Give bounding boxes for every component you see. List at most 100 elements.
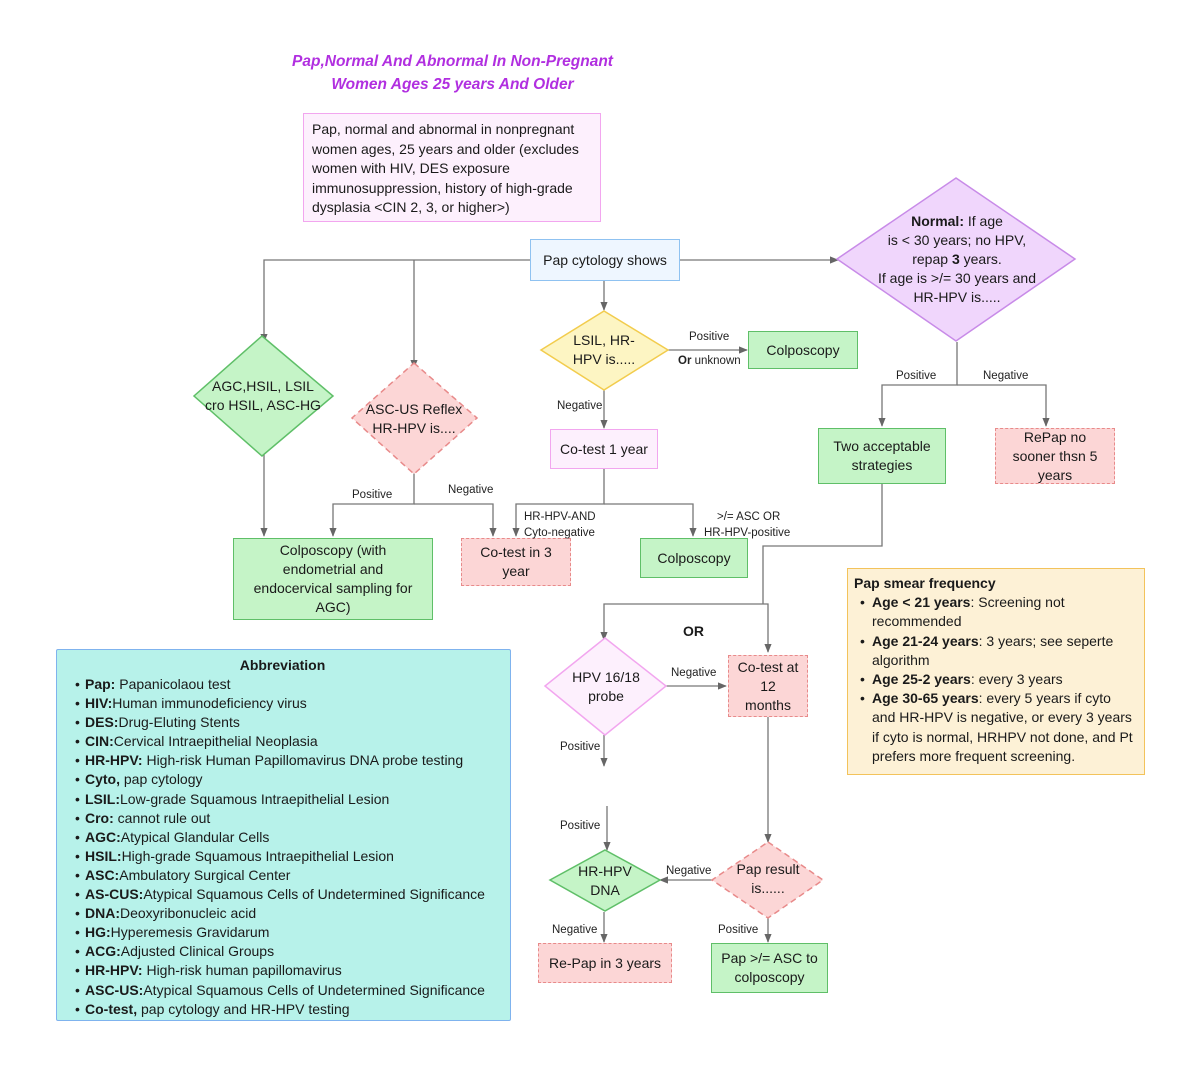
list-item-term: LSIL: [85, 790, 120, 807]
intro-box: Pap, normal and abnormal in nonpregnant … [303, 113, 601, 222]
list-item: HG:Hyperemesis Gravidarum [75, 923, 500, 942]
list-item: Age 30-65 years: every 5 years if cyto a… [860, 689, 1136, 766]
lsil-unknown-text: unknown [691, 355, 741, 367]
list-item-definition: Hyperemesis Gravidarum [110, 924, 270, 941]
list-item-definition: Ambulatory Surgical Center [119, 866, 291, 883]
list-item-term: Co-test, [85, 1000, 138, 1017]
pap-asc-colposcopy-node: Pap >/= ASC to colposcopy [711, 943, 828, 993]
list-item-definition: Adjusted Clinical Groups [120, 943, 275, 960]
list-item: Age 21-24 years: 3 years; see seperte al… [860, 632, 1136, 670]
list-item: Age 25-2 years: every 3 years [860, 670, 1136, 689]
list-item-definition: Atypical Squamous Cells of Undetermined … [143, 981, 485, 998]
hpv-negative-label: Negative [671, 667, 717, 679]
list-item-term: AS-CUS: [85, 886, 144, 903]
list-item: Cyto, pap cytology [75, 770, 500, 789]
pap-frequency-title: Pap smear frequency [854, 575, 996, 591]
colposcopy-mid-node: Colposcopy [640, 538, 748, 578]
pap-result-diamond [710, 841, 825, 919]
hpv-1618-diamond [543, 637, 668, 736]
list-item-definition: Atypical Squamous Cells of Undetermined … [143, 886, 485, 903]
list-item-term: HR-HPV: [85, 752, 143, 769]
agc-hsil-label: AGC,HSIL, LSIL cro HSIL, ASC-HG [205, 378, 321, 413]
hrhpv-negative-label: Negative [552, 924, 598, 936]
abbreviation-list: Pap: Papanicolaou testHIV:Human immunode… [75, 675, 500, 1019]
list-item-definition: Deoxyribonucleic acid [120, 905, 257, 922]
list-item: HR-HPV: High-risk Human Papillomavirus D… [75, 751, 500, 770]
hpv-1618-label: HPV 16/18 probe [572, 669, 640, 704]
list-item: DES:Drug-Eluting Stents [75, 713, 500, 732]
normal-bold-text: Normal: [911, 212, 964, 229]
list-item-term: DNA: [85, 905, 120, 922]
colposcopy-sampling-node: Colposcopy (with endometrial and endocer… [233, 538, 433, 620]
list-item-definition: High-risk human papillomavirus [142, 962, 342, 979]
normal-line-3b: 3 [951, 250, 960, 267]
list-item-term: Age 25-2 years [872, 671, 971, 688]
two-strategies-node: Two acceptable strategies [818, 428, 946, 484]
asc-us-label: ASC-US Reflex HR-HPV is.... [365, 401, 463, 436]
list-item-term: HR-HPV: [85, 962, 143, 979]
list-item-term: HSIL: [85, 847, 122, 864]
list-item: ACG:Adjusted Clinical Groups [75, 942, 500, 961]
list-item-term: ASC-US: [85, 981, 144, 998]
ascus-positive-label: Positive [352, 489, 393, 501]
cotest-right-label-1: >/= ASC OR [717, 511, 781, 523]
list-item: AGC:Atypical Glandular Cells [75, 828, 500, 847]
list-item-definition: Cervical Intraepithelial Neoplasia [113, 733, 318, 750]
or-label: OR [683, 623, 704, 639]
list-item-term: CIN: [85, 733, 114, 750]
asc-us-diamond [350, 362, 479, 476]
list-item: CIN:Cervical Intraepithelial Neoplasia [75, 732, 500, 751]
list-item-term: Age 21-24 years [872, 632, 979, 649]
cotest-1yr-node: Co-test 1 year [550, 429, 658, 469]
repap-5yr-node: RePap no sooner thsn 5 years [995, 428, 1115, 484]
list-item: AS-CUS:Atypical Squamous Cells of Undete… [75, 885, 500, 904]
title-line-2: Women Ages 25 years And Older [331, 76, 574, 93]
pap-cytology-node: Pap cytology shows [530, 239, 680, 281]
lsil-or-text: Or [678, 355, 692, 367]
colposcopy-top-node: Colposcopy [748, 331, 858, 369]
list-item-definition: Papanicolaou test [115, 676, 231, 692]
list-item-term: Pap: [85, 676, 116, 692]
list-item-definition: pap cytology and HR-HPV testing [137, 1000, 350, 1017]
title-line-1: Pap,Normal And Abnormal In Non-Pregnant [292, 53, 613, 70]
lsil-diamond [539, 310, 670, 391]
list-item: HR-HPV: High-risk human papillomavirus [75, 961, 500, 980]
normal-line-2: is < 30 years; no HPV, [887, 231, 1027, 248]
normal-positive-label: Positive [896, 370, 937, 382]
list-item-definition: : 3 years; see seperte algorithm [872, 632, 1114, 668]
list-item-term: HG: [85, 924, 111, 941]
repap-3yr-node: Re-Pap in 3 years [538, 943, 672, 983]
cotest-right-label-2: HR-HPV-positive [704, 527, 791, 539]
normal-line-4: If age is >/= 30 years and [878, 269, 1036, 286]
lsil-negative-label: Negative [557, 400, 603, 412]
list-item-definition: : Screening not recommended [872, 594, 1065, 630]
list-item: HSIL:High-grade Squamous Intraepithelial… [75, 847, 500, 866]
pap-negative-label: Negative [666, 865, 712, 877]
pap-positive-label: Positive [718, 924, 759, 936]
list-item-definition: : every 5 years if cyto and HR-HPV is ne… [872, 690, 1133, 764]
list-item-definition: cannot rule out [113, 809, 211, 826]
normal-negative-label: Negative [983, 370, 1029, 382]
normal-line-5: HR-HPV is..... [913, 288, 1001, 305]
list-item: ASC:Ambulatory Surgical Center [75, 866, 500, 885]
hrhpv-dna-diamond [548, 849, 662, 912]
cotest-left-label-1: HR-HPV-AND [524, 511, 596, 523]
list-item: ASC-US:Atypical Squamous Cells of Undete… [75, 981, 500, 1000]
list-item-term: Age 30-65 years [872, 690, 979, 707]
list-item-definition: Atypical Glandular Cells [120, 828, 270, 845]
list-item-term: Cro: [85, 809, 114, 826]
list-item: Cro: cannot rule out [75, 809, 500, 828]
pap-frequency-list: Age < 21 years: Screening not recommende… [854, 593, 1136, 766]
agc-hsil-diamond [192, 335, 335, 457]
list-item-term: HIV: [85, 695, 113, 712]
list-item: LSIL:Low-grade Squamous Intraepithelial … [75, 790, 500, 809]
list-item-definition: Drug-Eluting Stents [118, 714, 240, 731]
pap-frequency-panel: Pap smear frequency Age < 21 years: Scre… [847, 568, 1145, 775]
normal-diamond [835, 177, 1077, 342]
list-item-definition: : every 3 years [970, 671, 1063, 688]
hpv-positive-label-2: Positive [560, 820, 601, 832]
list-item-term: Cyto, [85, 771, 120, 788]
lsil-or-unknown-label: Or unknown [678, 354, 741, 368]
list-item-definition: Low-grade Squamous Intraepithelial Lesio… [120, 790, 390, 807]
